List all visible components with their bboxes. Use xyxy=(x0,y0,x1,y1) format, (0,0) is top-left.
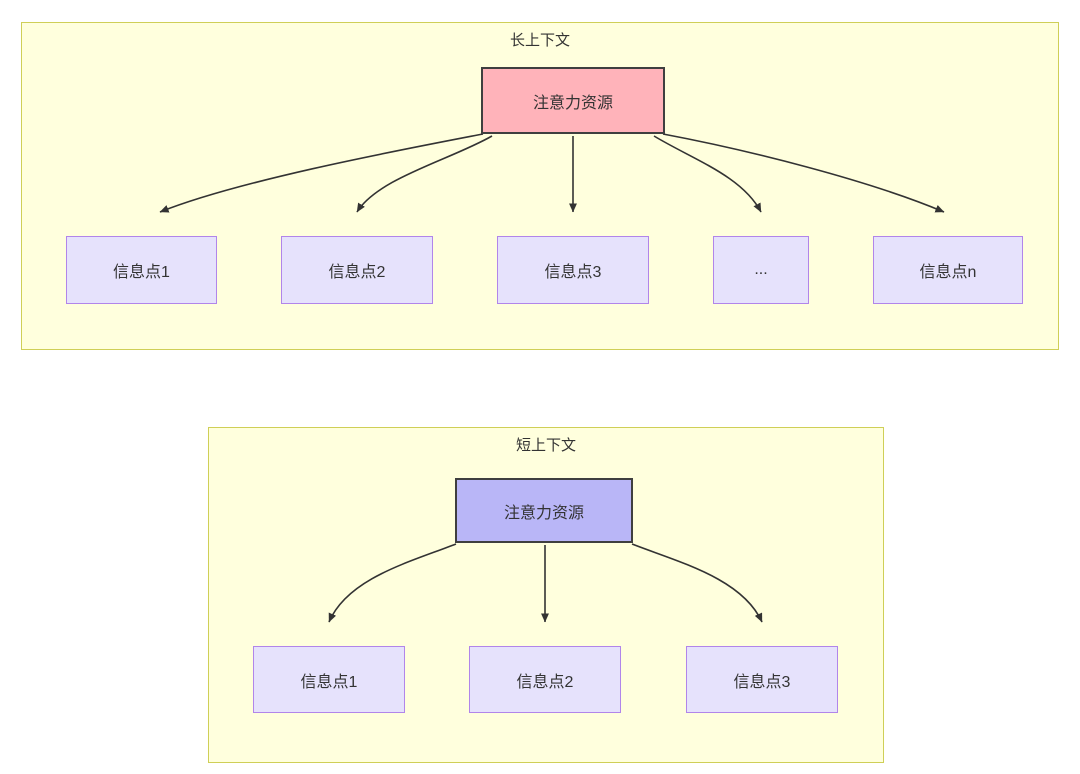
cluster-short-context-title: 短上下文 xyxy=(515,437,576,454)
node-label: 信息点1 xyxy=(300,673,358,691)
cluster-long-context-title: 长上下文 xyxy=(509,32,570,49)
node-long-info-point-1[interactable]: 信息点1 xyxy=(66,236,217,304)
node-long-info-point-ellipsis[interactable]: ... xyxy=(713,236,809,304)
node-label: 注意力资源 xyxy=(532,94,613,112)
node-label: 信息点3 xyxy=(733,673,791,691)
node-label: 信息点3 xyxy=(544,264,602,281)
node-short-info-point-3[interactable]: 信息点3 xyxy=(686,646,838,713)
node-long-info-point-2[interactable]: 信息点2 xyxy=(281,236,433,304)
node-short-info-point-1[interactable]: 信息点1 xyxy=(253,646,405,713)
node-long-attention-resource[interactable]: 注意力资源 xyxy=(481,67,665,134)
node-label: 信息点1 xyxy=(113,264,170,281)
node-label: 信息点2 xyxy=(328,264,386,281)
node-label: 信息点n xyxy=(919,264,977,281)
node-label: 注意力资源 xyxy=(503,504,584,522)
node-short-info-point-2[interactable]: 信息点2 xyxy=(469,646,621,713)
node-long-info-point-n[interactable]: 信息点n xyxy=(873,236,1023,304)
node-label: ... xyxy=(754,261,768,278)
node-label: 信息点2 xyxy=(516,673,574,691)
node-short-attention-resource[interactable]: 注意力资源 xyxy=(455,478,633,543)
node-long-info-point-3[interactable]: 信息点3 xyxy=(497,236,649,304)
